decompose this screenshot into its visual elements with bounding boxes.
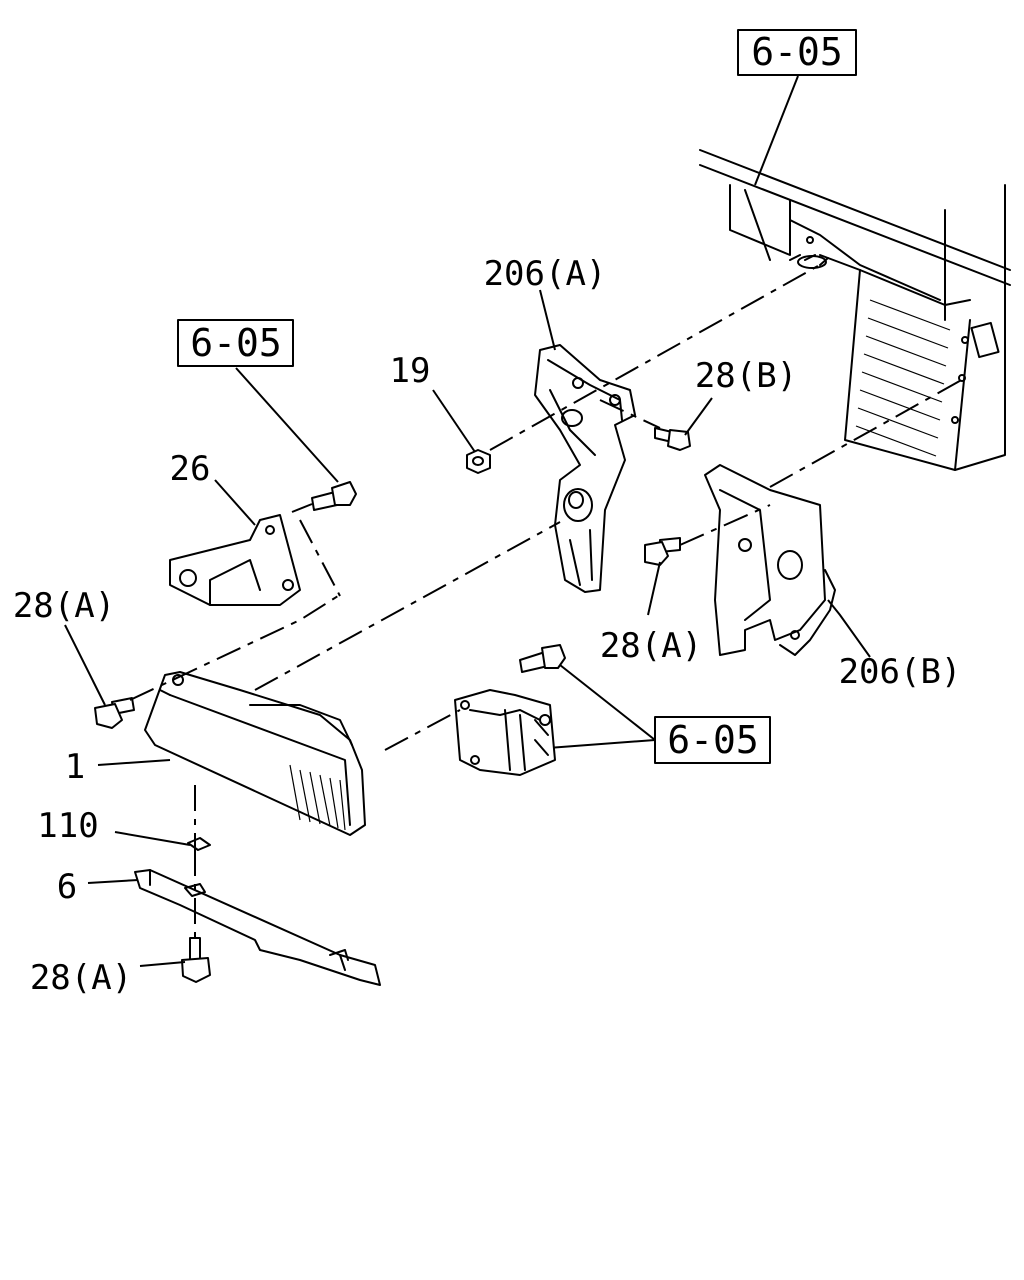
reference-box-top[interactable]: 6-05 (737, 29, 857, 76)
reference-box-bottom[interactable]: 6-05 (654, 716, 771, 764)
leader-ref-top (754, 75, 799, 186)
headlamp-1[interactable] (144, 671, 366, 836)
label-26: 26 (170, 449, 211, 489)
label-28a-left: 28(A) (13, 586, 115, 626)
nut-19[interactable] (466, 449, 491, 474)
front-panel-assembly (699, 149, 1011, 471)
reference-box-left-label: 6-05 (190, 321, 282, 365)
label-19: 19 (390, 351, 431, 391)
leader-lines (64, 289, 871, 967)
label-6: 6 (57, 867, 77, 907)
leader-ref-bottom-b (547, 739, 656, 749)
headlamp-adjuster[interactable] (454, 644, 566, 776)
bolt-28a-left[interactable] (94, 697, 135, 729)
label-206b: 206(B) (839, 652, 962, 692)
bolt-ref-left[interactable] (311, 481, 357, 511)
label-28a-bottom: 28(A) (30, 958, 132, 998)
label-110: 110 (37, 806, 98, 846)
reference-box-left[interactable]: 6-05 (177, 319, 294, 367)
bracket-206b[interactable] (704, 464, 836, 656)
bolt-28a-bottom[interactable] (181, 937, 211, 983)
leader-ref-left (235, 367, 339, 483)
bolt-28a-mid[interactable] (644, 537, 681, 566)
reference-box-bottom-label: 6-05 (667, 718, 759, 762)
label-28b: 28(B) (695, 356, 797, 396)
reference-box-top-label: 6-05 (751, 30, 843, 74)
bracket-26[interactable] (169, 514, 301, 606)
label-28a-mid: 28(A) (600, 626, 702, 666)
clip-110[interactable] (187, 837, 211, 851)
bracket-strip-6[interactable] (134, 869, 381, 986)
label-1: 1 (65, 747, 85, 787)
bracket-206a[interactable] (534, 344, 636, 593)
alignment-lines (129, 261, 966, 940)
leader-ref-bottom-a (559, 664, 656, 741)
label-206a: 206(A) (484, 254, 607, 294)
bolt-28b[interactable] (654, 427, 691, 451)
